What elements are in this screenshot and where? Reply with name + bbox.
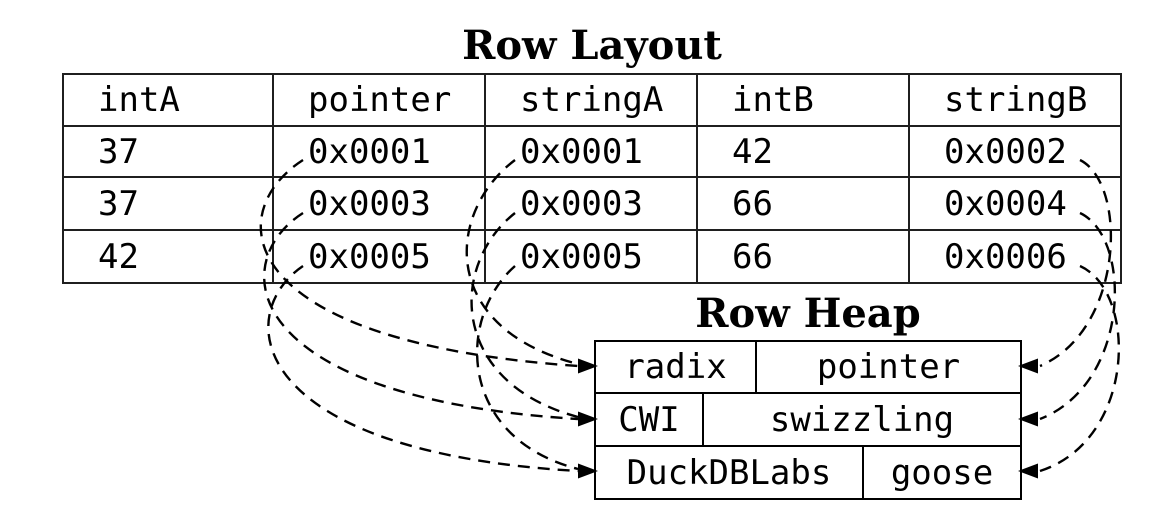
heap-cell: radix bbox=[596, 342, 757, 394]
column-header-stringB: stringB bbox=[910, 75, 1120, 127]
table-cell: 42 bbox=[64, 231, 274, 282]
table-cell: 0x0006 bbox=[944, 236, 1067, 277]
pointer-curve bbox=[267, 265, 579, 473]
table-cell: 66 bbox=[698, 178, 910, 231]
stringB-curve bbox=[1039, 264, 1120, 473]
heap-row: radix pointer bbox=[596, 342, 1020, 394]
heap-row: DuckDBLabs goose bbox=[596, 447, 1020, 498]
table-cell: 37 bbox=[64, 127, 274, 178]
heap-cell: swizzling bbox=[704, 394, 1020, 447]
heap-cell: pointer bbox=[757, 342, 1020, 394]
column-header-intB: intB bbox=[698, 75, 910, 127]
heap-cell: goose bbox=[890, 452, 994, 493]
table-cell: 0x0003 bbox=[274, 178, 486, 231]
table-cell: 37 bbox=[64, 178, 274, 231]
table-cell: 0x0005 bbox=[274, 231, 486, 282]
table-cell: 0x0001 bbox=[486, 127, 698, 178]
heap-cell: DuckDBLabs bbox=[596, 447, 864, 498]
column-header-pointer: pointer bbox=[274, 75, 486, 127]
heap-cell: CWI bbox=[596, 394, 704, 447]
table-cell: 42 bbox=[698, 127, 910, 178]
row-heap-title: Row Heap bbox=[695, 290, 921, 337]
row-layout-table: intA pointer stringA intB stringB 37 0x0… bbox=[62, 73, 1122, 284]
table-cell: 66 bbox=[698, 231, 910, 282]
table-cell: 0x0005 bbox=[486, 231, 698, 282]
table-cell: 0x0001 bbox=[274, 127, 486, 178]
row-layout-title: Row Layout bbox=[462, 22, 722, 69]
row-heap-table: radix pointer CWI swizzling DuckDBLabs g… bbox=[594, 340, 1022, 500]
table-cell: 0x0003 bbox=[486, 178, 698, 231]
table-cell: 0x0004 bbox=[910, 178, 1120, 231]
column-header-stringA: stringA bbox=[486, 75, 698, 127]
stringA-curve bbox=[475, 265, 579, 471]
column-header-intA: intA bbox=[64, 75, 274, 127]
table-cell: 0x0002 bbox=[910, 127, 1120, 178]
heap-row: CWI swizzling bbox=[596, 394, 1020, 447]
